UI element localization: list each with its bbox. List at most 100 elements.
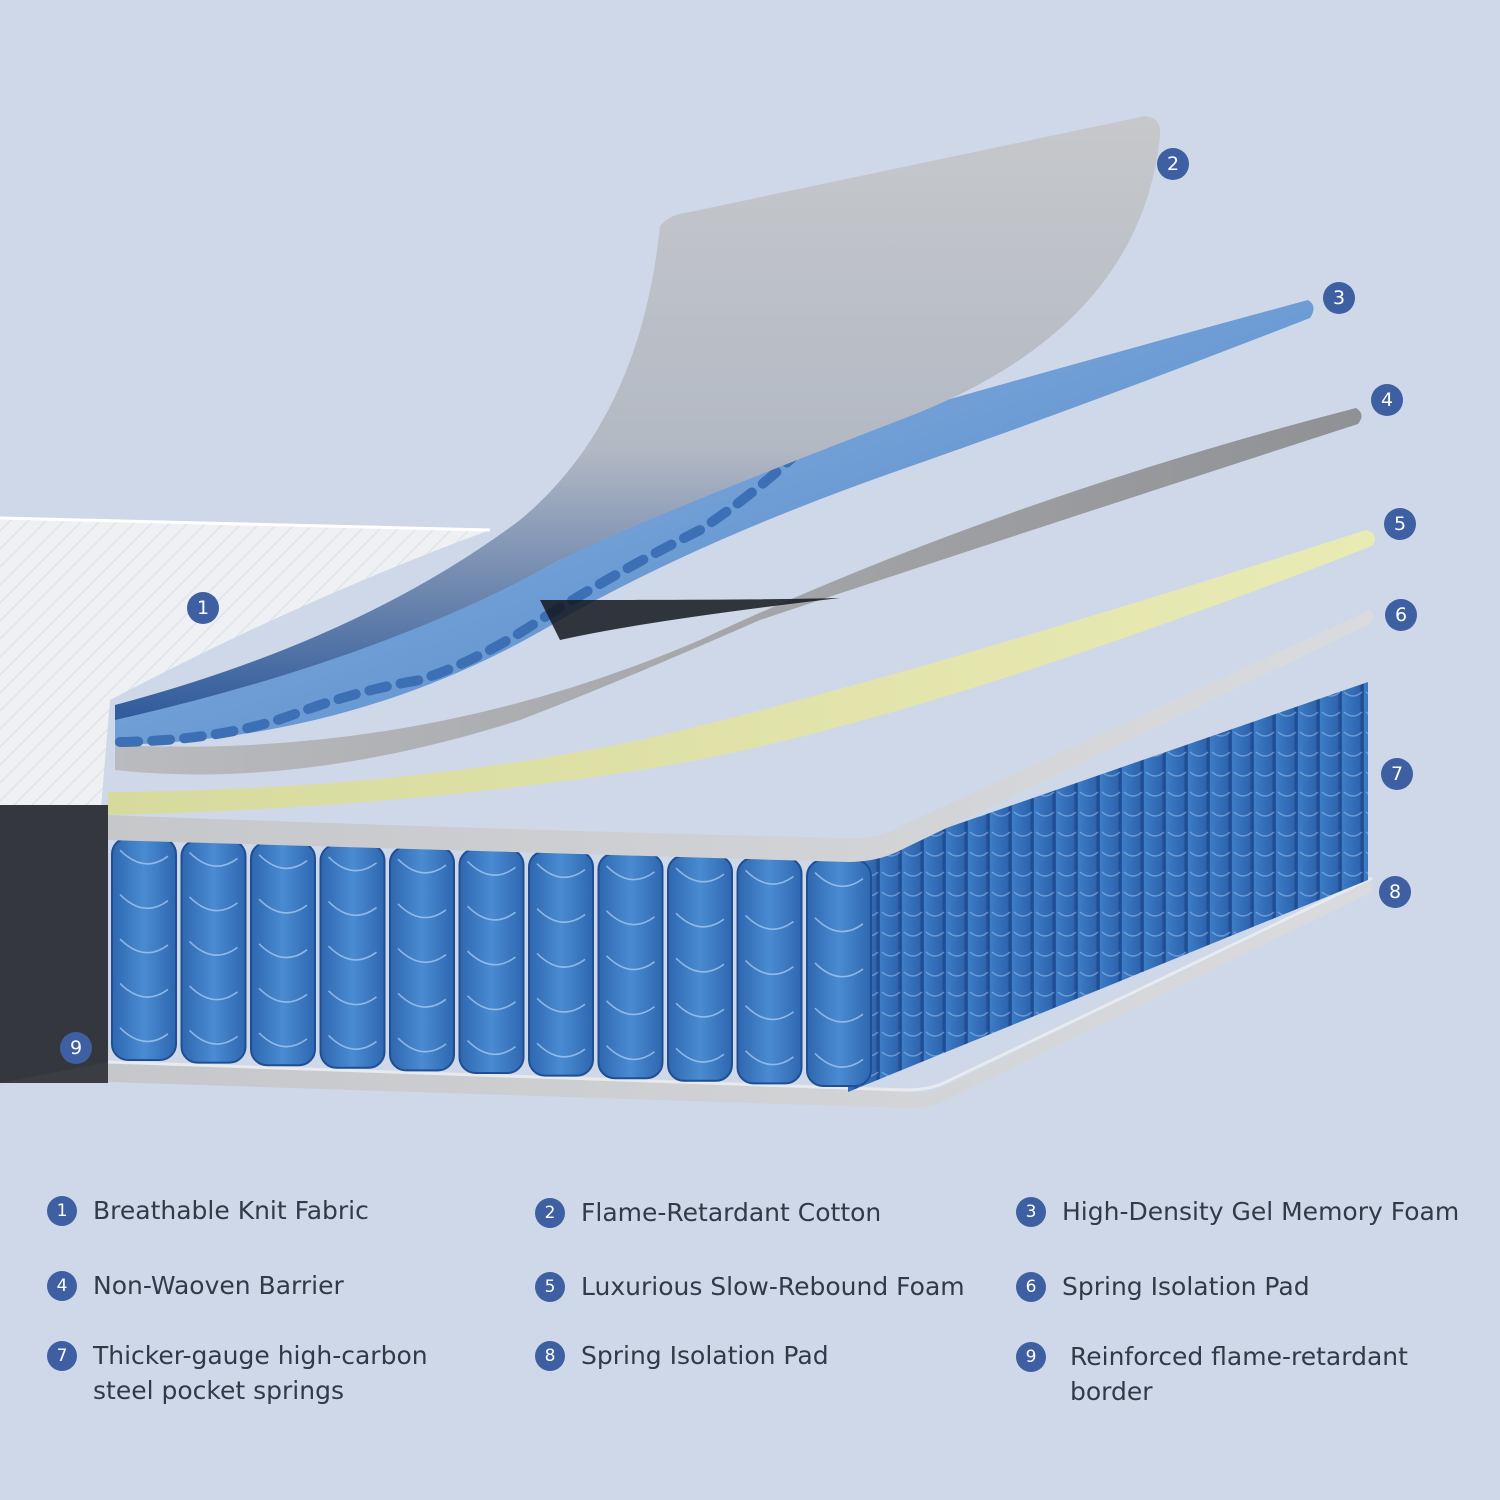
spring-coil <box>466 860 516 876</box>
spring-coil <box>536 907 586 923</box>
spring-coil <box>188 851 238 867</box>
spring-coil <box>605 1045 655 1061</box>
spring-coil <box>397 992 447 1008</box>
legend-label: Spring Isolation Pad <box>581 1341 829 1370</box>
callout-1: 1 <box>187 592 219 624</box>
legend-badge: 5 <box>535 1272 565 1302</box>
spring-coil <box>814 1007 864 1023</box>
spring-coil <box>536 1042 586 1058</box>
spring-pocket <box>111 837 177 1061</box>
spring-pocket <box>319 843 386 1069</box>
spring-coil <box>814 962 864 978</box>
spring-coil <box>536 997 586 1013</box>
spring-coil <box>258 943 308 959</box>
legend-badge: 6 <box>1016 1272 1046 1302</box>
callout-6: 6 <box>1385 599 1417 631</box>
spring-coil <box>814 1052 864 1068</box>
spring-coil <box>466 995 516 1011</box>
layer-cotton <box>115 116 1161 720</box>
legend-item-9: 9 Reinforced flame-retardant border <box>1016 1342 1486 1409</box>
spring-coil <box>744 1050 794 1066</box>
spring-coil <box>675 1047 725 1063</box>
legend-badge: 4 <box>47 1271 77 1301</box>
spring-coil <box>119 982 169 998</box>
spring-coil <box>188 985 238 1001</box>
spring-coil <box>258 854 308 870</box>
spring-coil <box>327 990 377 1006</box>
callout-9: 9 <box>60 1032 92 1064</box>
callout-5: 5 <box>1384 508 1416 540</box>
legend-label: Luxurious Slow-Rebound Foam <box>581 1272 965 1301</box>
spring-coil <box>397 858 447 874</box>
spring-coil <box>258 1032 308 1048</box>
layer-springs-side <box>848 682 1368 1092</box>
spring-coil <box>258 987 308 1003</box>
spring-pocket <box>250 841 316 1067</box>
callout-8: 8 <box>1379 876 1411 908</box>
legend-item-7: 7 Thicker-gauge high-carbon steel pocket… <box>47 1341 467 1408</box>
spring-coil <box>605 910 655 926</box>
spring-coil <box>675 867 725 883</box>
legend-item-8: 8 Spring Isolation Pad <box>535 1341 975 1373</box>
spring-coil <box>119 1027 169 1043</box>
legend-item-2: 2 Flame-Retardant Cotton <box>535 1198 975 1230</box>
spring-coil <box>675 1002 725 1018</box>
spring-coil <box>536 952 586 968</box>
spring-coil <box>675 957 725 973</box>
spring-pocket <box>597 852 664 1080</box>
spring-coil <box>397 948 447 963</box>
spring-coil <box>814 917 864 933</box>
spring-pocket <box>806 859 872 1087</box>
legend-badge: 8 <box>535 1341 565 1371</box>
legend-badge: 3 <box>1016 1197 1046 1227</box>
spring-coil <box>744 869 794 885</box>
spring-pocket <box>667 854 733 1082</box>
callout-4: 4 <box>1371 384 1403 416</box>
callout-7: 7 <box>1381 758 1413 790</box>
layer-knit-fabric <box>0 518 490 820</box>
spring-coil <box>327 900 377 916</box>
legend-item-5: 5 Luxurious Slow-Rebound Foam <box>535 1272 995 1304</box>
spring-coil <box>327 1034 377 1050</box>
legend-label: Breathable Knit Fabric <box>93 1196 369 1225</box>
spring-coil <box>119 894 169 909</box>
spring-coil <box>397 1037 447 1053</box>
spring-coil <box>605 955 655 971</box>
callout-3: 3 <box>1323 282 1355 314</box>
spring-coil <box>466 905 516 921</box>
spring-pocket <box>458 848 525 1074</box>
mattress-layers-illustration <box>0 116 1375 1109</box>
legend-label: Flame-Retardant Cotton <box>581 1198 882 1227</box>
spring-coil <box>675 912 725 928</box>
spring-coil <box>466 950 516 966</box>
legend-label: High-Density Gel Memory Foam <box>1062 1197 1460 1226</box>
legend-label: Reinforced flame-retardant border <box>1070 1342 1408 1406</box>
spring-coil <box>188 1029 238 1045</box>
layer-springs-front <box>111 837 872 1087</box>
spring-coil <box>119 938 169 954</box>
spring-coil <box>814 872 864 887</box>
spring-coil <box>327 945 377 961</box>
spring-coil <box>536 863 586 879</box>
spring-pocket <box>389 845 455 1072</box>
legend-item-4: 4 Non-Waoven Barrier <box>47 1271 467 1303</box>
spring-coil <box>744 960 794 975</box>
spring-coil <box>188 940 238 956</box>
legend-item-1: 1 Breathable Knit Fabric <box>47 1196 467 1228</box>
layer-barrier <box>115 408 1362 775</box>
layer-isolation-pad <box>108 610 1374 862</box>
spring-pocket <box>736 856 803 1085</box>
spring-coil <box>119 849 169 865</box>
callout-2: 2 <box>1157 148 1189 180</box>
spring-coil <box>744 914 794 930</box>
legend-badge: 1 <box>47 1196 77 1226</box>
legend-badge: 2 <box>535 1198 565 1228</box>
legend-badge: 7 <box>47 1341 77 1371</box>
spring-coil <box>605 1000 655 1016</box>
spring-coil <box>466 1040 516 1055</box>
spring-coil <box>744 1005 794 1021</box>
spring-coil <box>327 856 377 872</box>
legend-badge: 9 <box>1016 1342 1046 1372</box>
spring-coil <box>605 865 655 881</box>
spring-pocket <box>528 850 594 1077</box>
